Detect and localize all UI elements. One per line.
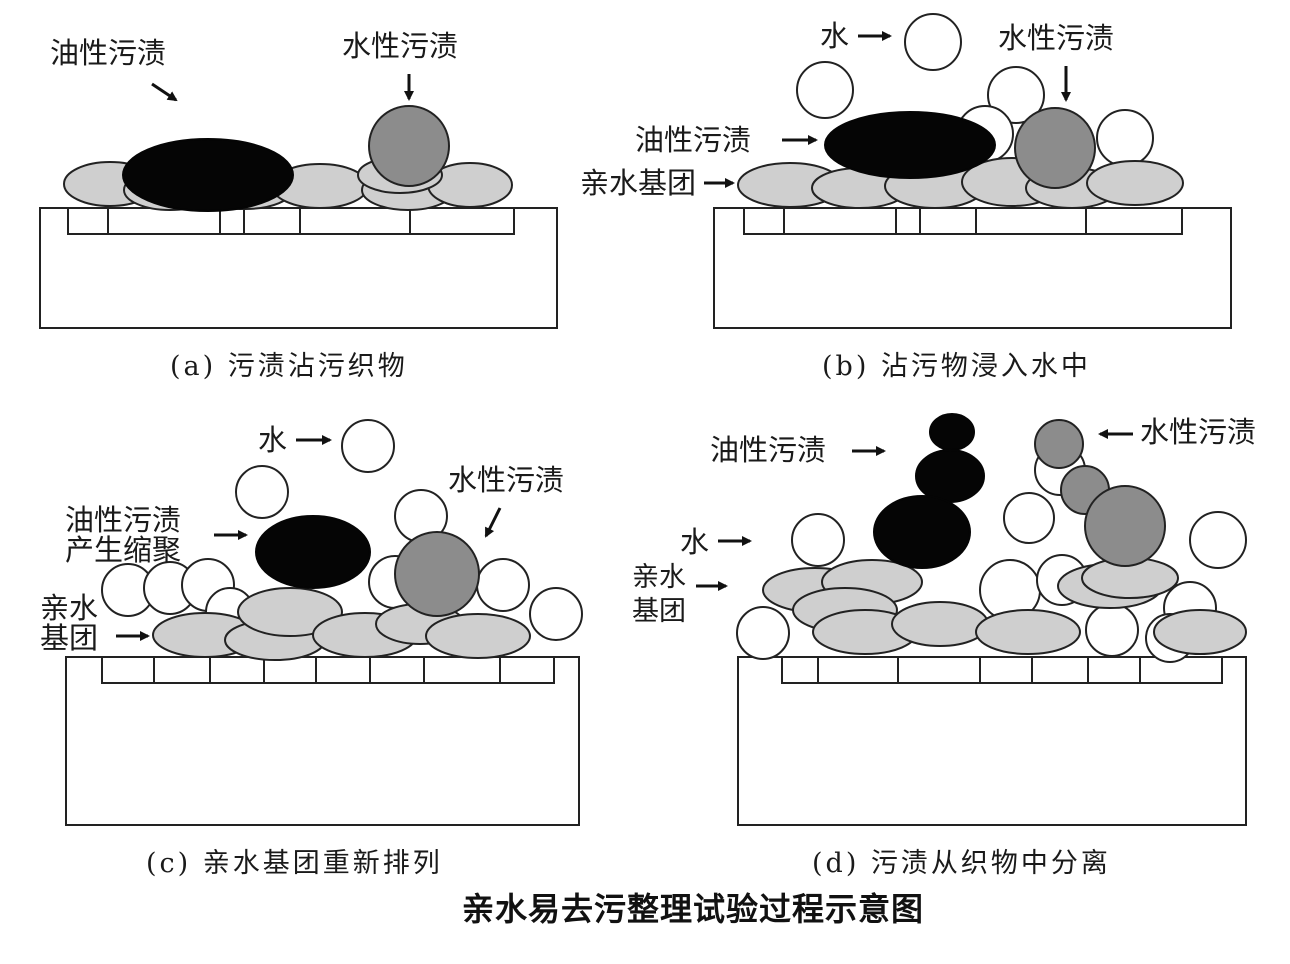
panel-c: 水 水性污渍 油性污渍 产生缩聚 亲水 基团 (c) 亲水基团重新排列 (40, 419, 583, 879)
fabric-substrate (737, 656, 1247, 826)
hydrophilic-label-line1: 亲水 (40, 591, 98, 625)
water-stain-label: 水性污渍 (998, 21, 1114, 55)
hydrophilic-label-line2: 基团 (632, 596, 686, 627)
hydrophilic-label-line1: 亲水 (632, 562, 686, 593)
water-stain-label: 水性污渍 (448, 463, 564, 497)
panel-b: 水 水性污渍 油性污渍 亲水基团 (b) 沾污物浸入水中 (580, 13, 1232, 382)
water-label: 水 (680, 525, 709, 559)
fabric-cell-row (101, 656, 555, 684)
hydrophilic-label-line2: 基团 (40, 621, 98, 655)
water-stain-label: 水性污渍 (1140, 415, 1256, 449)
water-stain-label: 水性污渍 (342, 29, 458, 63)
oil-stain-label-line1: 油性污渍 (65, 503, 181, 537)
oil-stain-arrow (151, 82, 178, 102)
water-label: 水 (258, 423, 287, 457)
water-label: 水 (820, 19, 849, 53)
oil-stain-droplets (873, 413, 985, 569)
caption-d: (d) 污渍从织物中分离 (812, 848, 1111, 879)
hydrophilic-groups (762, 557, 1247, 655)
panel-a: 油性污渍 水性污渍 (a) 污渍沾污织物 (39, 29, 558, 382)
panel-d: 油性污渍 水性污渍 水 亲水 基团 (d) 污渍从织物中分离 (632, 413, 1256, 879)
oil-stain-label-line2: 产生缩聚 (65, 533, 181, 567)
oil-stain-label: 油性污渍 (50, 36, 166, 70)
oil-stain-label: 油性污渍 (710, 433, 826, 467)
fabric-substrate (65, 656, 580, 826)
water-stain-arrow (484, 507, 502, 538)
oil-stain-label: 油性污渍 (635, 123, 751, 157)
water-stain (368, 105, 450, 187)
caption-b: (b) 沾污物浸入水中 (822, 351, 1091, 382)
figure-title: 亲水易去污整理试验过程示意图 (462, 890, 924, 928)
oil-stain (255, 515, 371, 589)
fabric-cell-row (781, 656, 1223, 684)
caption-a: (a) 污渍沾污织物 (170, 351, 408, 382)
water-stain (1014, 107, 1096, 189)
caption-c: (c) 亲水基团重新排列 (146, 848, 443, 879)
water-stain (394, 531, 480, 617)
oil-stain (824, 111, 996, 179)
water-stain-droplets (1034, 419, 1166, 567)
fabric-cell-row (743, 207, 1183, 235)
fabric-cell-row (67, 207, 515, 235)
oil-stain (122, 138, 294, 212)
hydrophilic-label: 亲水基团 (580, 166, 696, 200)
